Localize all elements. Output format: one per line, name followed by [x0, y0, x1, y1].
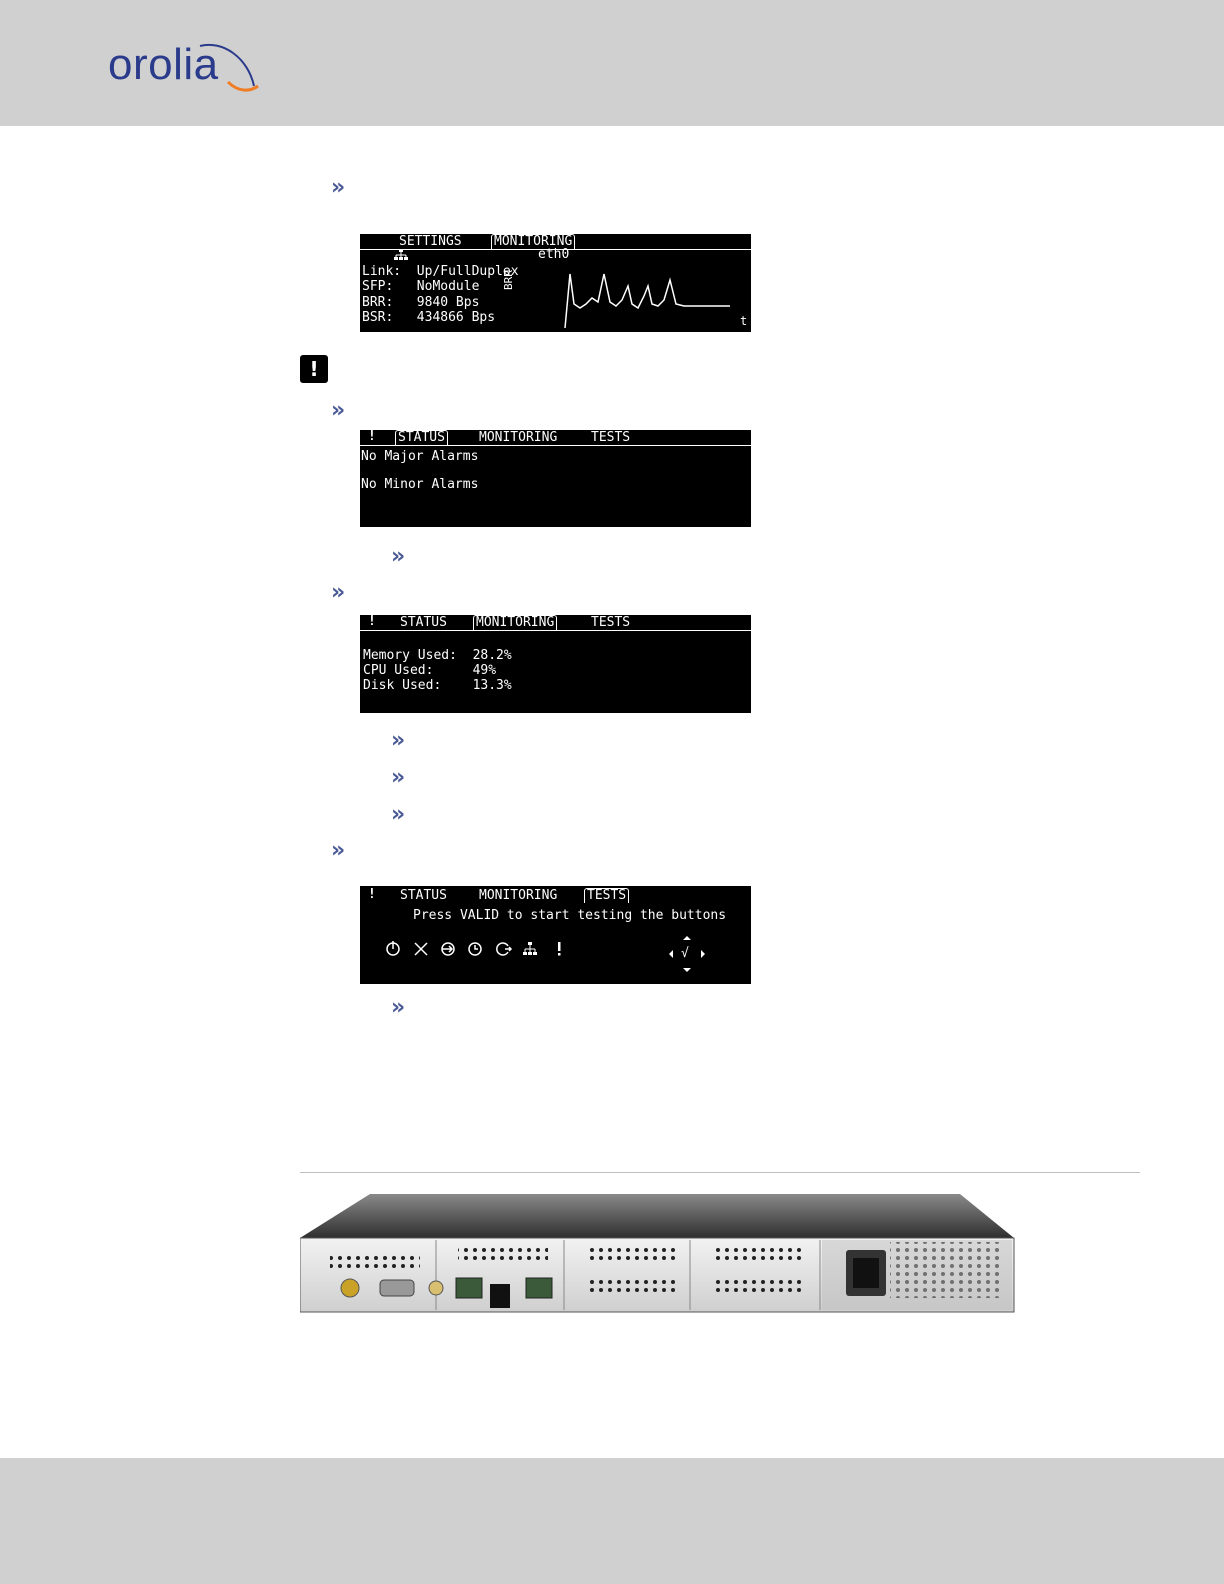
tab-monitoring: MONITORING: [491, 234, 576, 249]
bullet-marker: »: [331, 398, 346, 423]
brr-row: BRR: 9840 Bps: [362, 295, 480, 310]
lcd-tab-bar: [360, 234, 751, 250]
page-header: orolia: [0, 0, 1224, 126]
network-icon: [523, 942, 537, 955]
valid-check: √: [681, 946, 689, 961]
tab-monitoring: MONITORING: [479, 430, 558, 445]
bullet-marker: »: [331, 580, 346, 605]
clock-icon: [468, 942, 482, 956]
bullet-marker: »: [331, 175, 346, 200]
major-alarms-text: No Major Alarms: [361, 449, 479, 464]
tab-tests: TESTS: [591, 430, 631, 445]
minor-alarms-text: No Minor Alarms: [361, 477, 479, 492]
lcd-tab-bar: [360, 615, 751, 631]
tools-icon: [414, 942, 428, 956]
tab-settings: SETTINGS: [399, 234, 462, 249]
right-arrow-icon: [701, 950, 705, 958]
bullet-marker: »: [331, 838, 346, 863]
interface-name: eth0: [538, 247, 570, 262]
logo-text: orolia: [108, 40, 219, 89]
left-arrow-icon: [669, 950, 673, 958]
lcd-tests: ! STATUS MONITORING TESTS Press VALID to…: [360, 886, 751, 984]
sub-bullet-marker: »: [391, 802, 406, 827]
exclamation-icon: !: [300, 355, 328, 383]
tab-monitoring: MONITORING: [473, 615, 558, 630]
tests-instructions: Press VALID to start testing the buttons: [413, 908, 727, 923]
sub-bullet-marker: »: [391, 995, 406, 1020]
throughput-graph: [564, 273, 730, 329]
tab-tests: TESTS: [584, 888, 630, 903]
up-arrow-icon: [683, 936, 691, 940]
tab-status: STATUS: [395, 430, 448, 445]
power-icon: [386, 941, 400, 956]
lcd-monitoring-resources: ! STATUS MONITORING TESTS Memory Used: 2…: [360, 615, 751, 713]
refresh-icon: [496, 942, 513, 956]
section-divider: [300, 1172, 1140, 1173]
cpu-used-row: CPU Used: 49%: [363, 663, 497, 678]
memory-used-row: Memory Used: 28.2%: [363, 648, 512, 663]
graph-ylabel: BRR: [502, 270, 515, 290]
alert-icon: !: [368, 615, 376, 629]
down-arrow-icon: [683, 968, 691, 972]
sub-bullet-marker: »: [391, 544, 406, 569]
tab-tests: TESTS: [591, 615, 631, 630]
button-icons-row: [386, 941, 561, 956]
orolia-logo: orolia: [108, 38, 268, 98]
tab-status: STATUS: [400, 615, 447, 630]
bsr-row: BSR: 434866 Bps: [362, 310, 496, 325]
lcd-tab-bar: [360, 430, 751, 446]
alert-icon: !: [368, 430, 376, 444]
device-rear-panel-photo: [299, 1190, 1020, 1320]
sub-bullet-marker: »: [391, 765, 406, 790]
disk-used-row: Disk Used: 13.3%: [363, 678, 512, 693]
sub-bullet-marker: »: [391, 728, 406, 753]
lcd-status-alarms: ! STATUS MONITORING TESTS No Major Alarm…: [360, 430, 751, 527]
tab-monitoring: MONITORING: [479, 888, 558, 903]
page-footer: [0, 1458, 1224, 1584]
alert-icon: !: [368, 887, 376, 902]
enter-icon: [441, 942, 455, 956]
sfp-status-row: SFP: NoModule: [362, 279, 480, 294]
network-icon: [362, 234, 409, 280]
lcd-monitoring-eth0: SETTINGS MONITORING eth0 Link: Up/FullDu…: [360, 234, 751, 332]
graph-xlabel: t: [740, 314, 748, 328]
nav-pad: [669, 936, 705, 972]
tab-status: STATUS: [400, 888, 447, 903]
exclamation-icon: [558, 942, 561, 956]
link-status-row: Link: Up/FullDuplex: [362, 264, 519, 279]
